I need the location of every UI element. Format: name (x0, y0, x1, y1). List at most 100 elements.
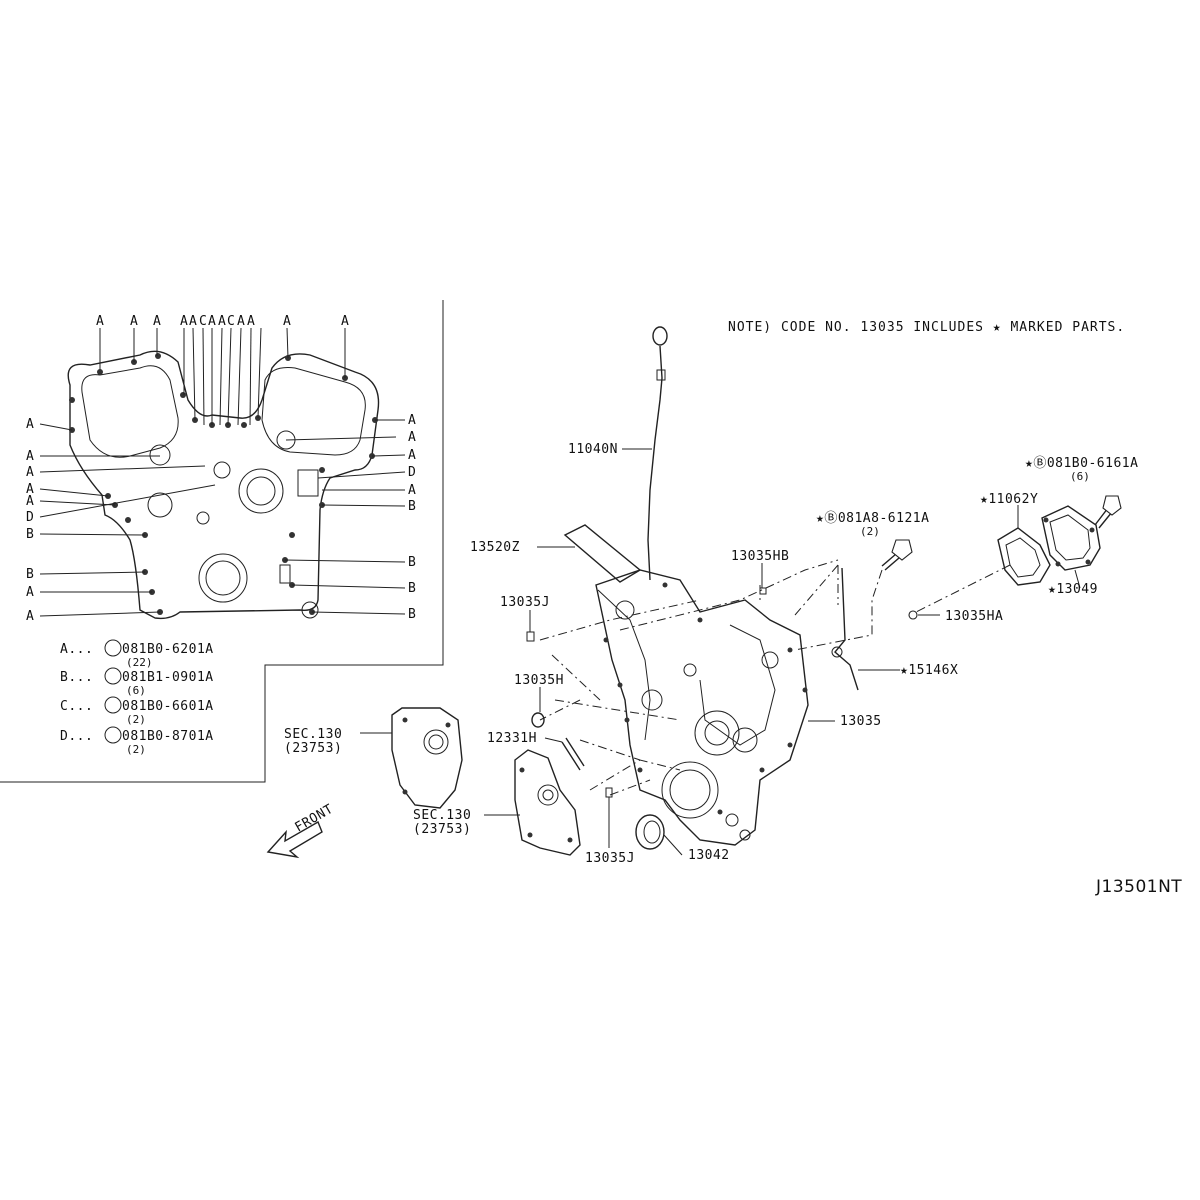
front-chain-cover (595, 569, 809, 846)
b-circle-icon (104, 667, 122, 685)
stud-bolt (561, 737, 585, 771)
legend-code: 081B0-6601A (122, 699, 214, 714)
legend-qty: (2) (126, 713, 146, 726)
inset-left-label: A (26, 465, 34, 480)
inset-right-label: A (408, 413, 416, 428)
inset-chain-cover-drawing (67, 350, 380, 620)
inset-top-label: A (96, 314, 104, 329)
legend-code: 081B0-6201A (122, 642, 214, 657)
inset-top-label: A (237, 314, 245, 329)
part-leaders (360, 448, 1081, 856)
legend-code: 081B1-0901A (122, 670, 214, 685)
legend-key: D... (60, 729, 93, 744)
part-label-11062y: ★11062Y (980, 492, 1038, 507)
legend-qty: (6) (126, 684, 146, 697)
legend-code: 081B0-8701A (122, 729, 214, 744)
inset-right-label: A (408, 448, 416, 463)
inset-right-label: B (408, 499, 416, 514)
inset-left-label: A (26, 609, 34, 624)
dowel-pin (526, 631, 535, 642)
b-circle-icon (104, 696, 122, 714)
inset-top-label: C (227, 314, 235, 329)
inset-left-label: A (26, 417, 34, 432)
bolt-qty-081b0: (6) (1070, 470, 1090, 483)
legend-key: B... (60, 670, 93, 685)
legend-row-c: C... 081B0-6601A (2) (60, 696, 214, 726)
inset-left-label: A (26, 494, 34, 509)
legend-key: C... (60, 699, 93, 714)
part-label-081b0: ★Ⓑ081B0-6161A (6) (1025, 456, 1138, 483)
inset-left-label: B (26, 527, 34, 542)
dipstick (647, 326, 668, 581)
pipe-15146x (831, 567, 859, 691)
inset-left-label: A (26, 585, 34, 600)
assembly-lines (539, 559, 1011, 796)
part-label-13042: 13042 (688, 848, 730, 863)
b-circle-icon (104, 639, 122, 657)
diagram-code: J13501NT (1095, 877, 1182, 897)
inset-top-label: A (153, 314, 161, 329)
sec-ref: (23753) (284, 741, 342, 756)
part-label-13035hb: 13035HB (731, 549, 789, 564)
inset-panel: A A A A A C A A C A A A A A A A A A D (0, 300, 444, 783)
inset-top-label: A (283, 314, 291, 329)
inset-right-label: A (408, 483, 416, 498)
inset-left-letters: A A A A A D B B A A (26, 417, 216, 624)
legend-row-d: D... 081B0-8701A (2) (60, 726, 214, 756)
bolt-code-081b0: ★Ⓑ081B0-6161A (1025, 456, 1138, 471)
part-label-15146x: ★15146X (900, 663, 958, 678)
bolt-qty-081a8: (2) (860, 525, 880, 538)
cover-13049 (1041, 505, 1101, 571)
inset-right-label: A (408, 430, 416, 445)
sec-code: SEC.130 (284, 727, 342, 742)
inset-left-label: B (26, 567, 34, 582)
legend-key: A... (60, 642, 93, 657)
o-ring (531, 712, 545, 728)
part-label-12331h: 12331H (487, 731, 537, 746)
inset-top-label: A (218, 314, 226, 329)
inset-top-label: A (189, 314, 197, 329)
inset-left-label: A (26, 482, 34, 497)
inset-legend: A... 081B0-6201A (22) B... 081B1-0901A (… (60, 639, 214, 756)
plug (908, 610, 918, 620)
inset-top-label: A (247, 314, 255, 329)
inset-top-label: A (208, 314, 216, 329)
inset-top-label: A (180, 314, 188, 329)
part-label-13035j-lower: 13035J (585, 851, 635, 866)
part-label-13035ha: 13035HA (945, 609, 1003, 624)
bolt-code-081a8: ★Ⓑ081A8-6121A (816, 511, 929, 526)
sec-ref: (23753) (413, 822, 471, 837)
water-pump-cover-lower (514, 749, 581, 856)
inset-left-label: A (26, 449, 34, 464)
part-label-13035h: 13035H (514, 673, 564, 688)
water-pump-cover-upper (391, 707, 463, 809)
inset-top-label: A (130, 314, 138, 329)
inset-right-label: B (408, 555, 416, 570)
part-label-081a8: ★Ⓑ081A8-6121A (2) (816, 511, 929, 538)
bolt-081b0 (1094, 495, 1122, 529)
inset-top-label: A (341, 314, 349, 329)
diagram-note: NOTE) CODE NO. 13035 INCLUDES ★ MARKED P… (728, 320, 1125, 335)
inset-top-letters: A A A A A C A A C A A A A (96, 314, 349, 329)
part-label-13035: 13035 (840, 714, 882, 729)
inset-top-leaders (99, 327, 346, 426)
part-label-13035j-upper: 13035J (500, 595, 550, 610)
inset-top-label: C (199, 314, 207, 329)
legend-row-b: B... 081B1-0901A (6) (60, 667, 214, 697)
inset-right-letters: A A A D A B B B B (284, 413, 416, 622)
front-arrow (266, 820, 323, 859)
inset-left-label: D (26, 510, 34, 525)
legend-qty: (2) (126, 743, 146, 756)
legend-row-a: A... 081B0-6201A (22) (60, 639, 214, 669)
b-circle-icon (104, 726, 122, 744)
part-label-11040n: 11040N (568, 442, 618, 457)
front-arrow-icon (266, 820, 323, 859)
inset-right-label: B (408, 607, 416, 622)
bolt-081a8 (881, 539, 913, 571)
part-label-13520z: 13520Z (470, 540, 520, 555)
inset-right-label: D (408, 465, 416, 480)
dowel-pin (605, 787, 613, 798)
sec-label-upper: SEC.130 (23753) (284, 727, 342, 756)
part-label-13049: ★13049 (1048, 582, 1098, 597)
